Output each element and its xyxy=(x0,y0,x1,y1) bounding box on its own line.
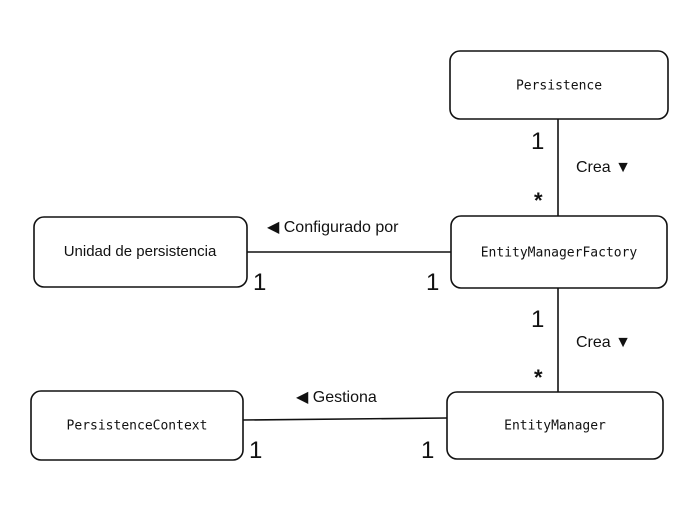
multiplicity-unidad-side: 1 xyxy=(253,269,266,296)
assoc-label-gestiona: ◀ Gestiona xyxy=(296,389,377,406)
multiplicity-em-side-star: * xyxy=(534,365,543,390)
multiplicity-emf-bottom-side: 1 xyxy=(531,306,544,333)
class-box-persistencecontext[interactable]: PersistenceContext xyxy=(30,390,244,461)
class-box-unidad-de-persistencia[interactable]: Unidad de persistencia xyxy=(33,216,248,288)
multiplicity-context-side: 1 xyxy=(249,437,262,464)
class-box-entitymanagerfactory[interactable]: EntityManagerFactory xyxy=(450,215,668,289)
multiplicity-persistence-side: 1 xyxy=(531,128,544,155)
class-name-entitymanager: EntityManager xyxy=(504,419,606,434)
class-name-persistencecontext: PersistenceContext xyxy=(67,419,208,434)
assoc-label-configurado-por: ◀ Configurado por xyxy=(267,219,399,236)
multiplicity-em-left-side: 1 xyxy=(421,437,434,464)
class-box-entitymanager[interactable]: EntityManager xyxy=(446,391,664,460)
multiplicity-emf-left-side: 1 xyxy=(426,269,439,296)
class-name-entitymanagerfactory: EntityManagerFactory xyxy=(481,246,638,261)
assoc-label-crea-bottom: Crea ▼ xyxy=(576,334,631,351)
multiplicity-emf-side-star: * xyxy=(534,188,543,213)
class-name-unidad-de-persistencia: Unidad de persistencia xyxy=(64,243,217,260)
class-box-persistence[interactable]: Persistence xyxy=(449,50,669,120)
class-name-persistence: Persistence xyxy=(516,79,602,94)
assoc-label-crea-top: Crea ▼ xyxy=(576,159,631,176)
assoc-line-context-em xyxy=(242,417,448,421)
